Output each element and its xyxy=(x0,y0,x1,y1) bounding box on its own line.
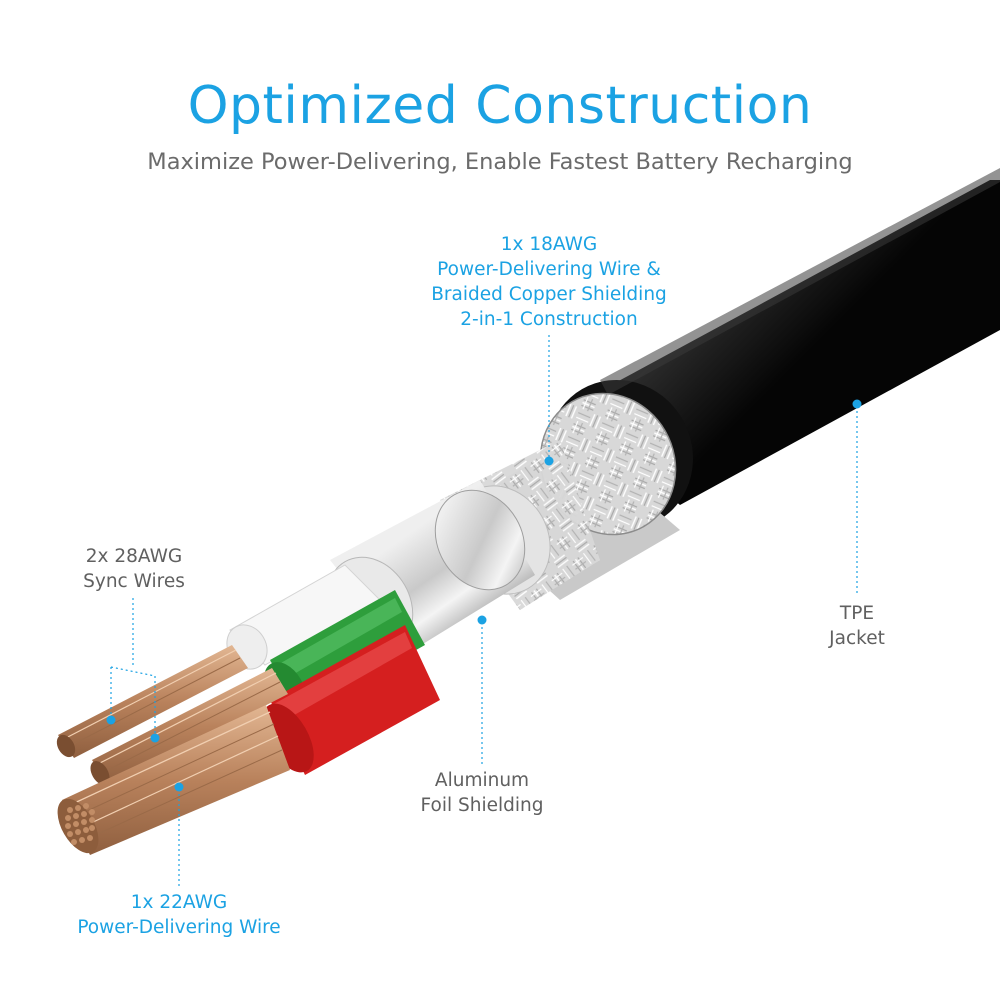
label-jacket-line1: TPE xyxy=(839,603,875,624)
callout-dot-power22 xyxy=(174,782,184,792)
callout-dot-jacket xyxy=(852,399,862,409)
callout-sync xyxy=(110,598,156,736)
label-22awg-power: 1x 22AWG Power-Delivering Wire xyxy=(52,890,306,940)
label-braid-line2: Power-Delivering Wire & xyxy=(437,259,661,280)
label-jacket-line2: Jacket xyxy=(829,628,885,649)
label-braid-line4: 2-in-1 Construction xyxy=(460,309,638,330)
label-power22-line1: 1x 22AWG xyxy=(130,892,228,913)
label-braid-line3: Braided Copper Shielding xyxy=(431,284,667,305)
label-sync-line1: 2x 28AWG xyxy=(85,546,183,567)
copper-strands-sync-2 xyxy=(90,668,288,786)
label-foil-line2: Foil Shielding xyxy=(420,795,544,816)
callout-dot-foil xyxy=(477,615,487,625)
label-foil-line1: Aluminum xyxy=(434,770,530,791)
callout-dot-sync-2 xyxy=(150,733,160,743)
label-braid-line1: 1x 18AWG xyxy=(500,234,598,255)
callout-dot-sync-1 xyxy=(106,715,116,725)
label-aluminum-foil: Aluminum Foil Shielding xyxy=(400,768,564,818)
callout-dot-braid xyxy=(544,456,554,466)
label-sync-line2: Sync Wires xyxy=(83,571,185,592)
label-power22-line2: Power-Delivering Wire xyxy=(77,917,281,938)
page-title: Optimized Construction xyxy=(187,76,813,136)
label-tpe-jacket: TPE Jacket xyxy=(810,601,904,651)
label-sync-wires: 2x 28AWG Sync Wires xyxy=(58,544,210,594)
label-braided-shield: 1x 18AWG Power-Delivering Wire & Braided… xyxy=(400,232,698,332)
red-power-wire xyxy=(262,625,440,775)
page-subtitle: Maximize Power-Delivering, Enable Fastes… xyxy=(147,149,853,175)
copper-strands-sync-1 xyxy=(56,645,248,758)
